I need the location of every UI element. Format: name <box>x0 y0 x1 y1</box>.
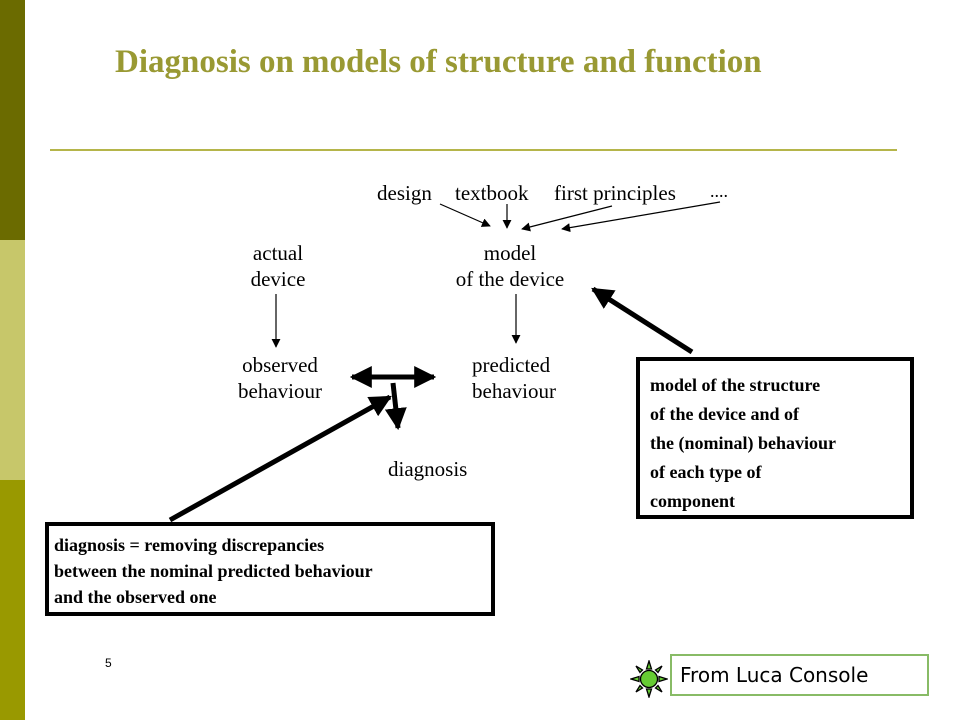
node-predicted-behaviour: predicted behaviour <box>472 352 556 404</box>
slide-title: Diagnosis on models of structure and fun… <box>115 44 762 80</box>
title-underline <box>50 149 897 151</box>
callout-model-line2: of the device and of <box>650 404 799 424</box>
sidebar-band-bottom <box>0 480 25 720</box>
credit-box: From Luca Console <box>670 654 929 696</box>
source-textbook: textbook <box>455 181 529 205</box>
node-predicted-line2: behaviour <box>472 379 556 403</box>
page-number: 5 <box>105 656 112 670</box>
node-model-line2: of the device <box>455 267 565 291</box>
node-model-of-device: model of the device <box>440 240 580 292</box>
callout-diagnosis-definition: diagnosis = removing discrepancies betwe… <box>45 522 495 616</box>
arrow-model-callout <box>591 286 694 355</box>
callout-diagnosis-line2: between the nominal predicted behaviour <box>54 561 373 581</box>
sun-icon <box>630 660 668 698</box>
callout-model-structure: model of the structure of the device and… <box>636 357 914 519</box>
callout-model-line4: of each type of <box>650 462 762 482</box>
source-ellipsis: .... <box>710 181 728 201</box>
callout-diagnosis-line1: diagnosis = removing discrepancies <box>54 535 325 555</box>
arrow-ellipsis-to-model <box>561 201 721 233</box>
arrow-firstprinciples-to-model <box>521 205 613 232</box>
arrow-diagnosis-callout <box>168 394 392 523</box>
node-observed-behaviour: observed behaviour <box>225 352 335 404</box>
source-first-principles: first principles <box>554 181 676 205</box>
node-actual-device: actual device <box>238 240 318 292</box>
callout-model-line3: the (nominal) behaviour <box>650 433 837 453</box>
arrow-to-diagnosis <box>384 382 407 431</box>
node-model-line1: model <box>483 241 537 265</box>
node-actual-device-line1: actual <box>252 241 304 265</box>
arrow-design-to-model <box>439 203 491 227</box>
source-design: design <box>377 181 432 205</box>
callout-model-line1: model of the structure <box>650 375 821 395</box>
callout-diagnosis-line3: and the observed one <box>54 587 217 607</box>
node-actual-device-line2: device <box>250 267 306 291</box>
node-predicted-line1: predicted <box>472 353 551 377</box>
node-observed-line1: observed <box>242 353 318 377</box>
node-observed-line2: behaviour <box>238 379 322 403</box>
sidebar-band-middle <box>0 240 25 480</box>
callout-model-line5: component <box>650 491 735 511</box>
sidebar-band-top <box>0 0 25 240</box>
node-diagnosis: diagnosis <box>388 457 468 481</box>
